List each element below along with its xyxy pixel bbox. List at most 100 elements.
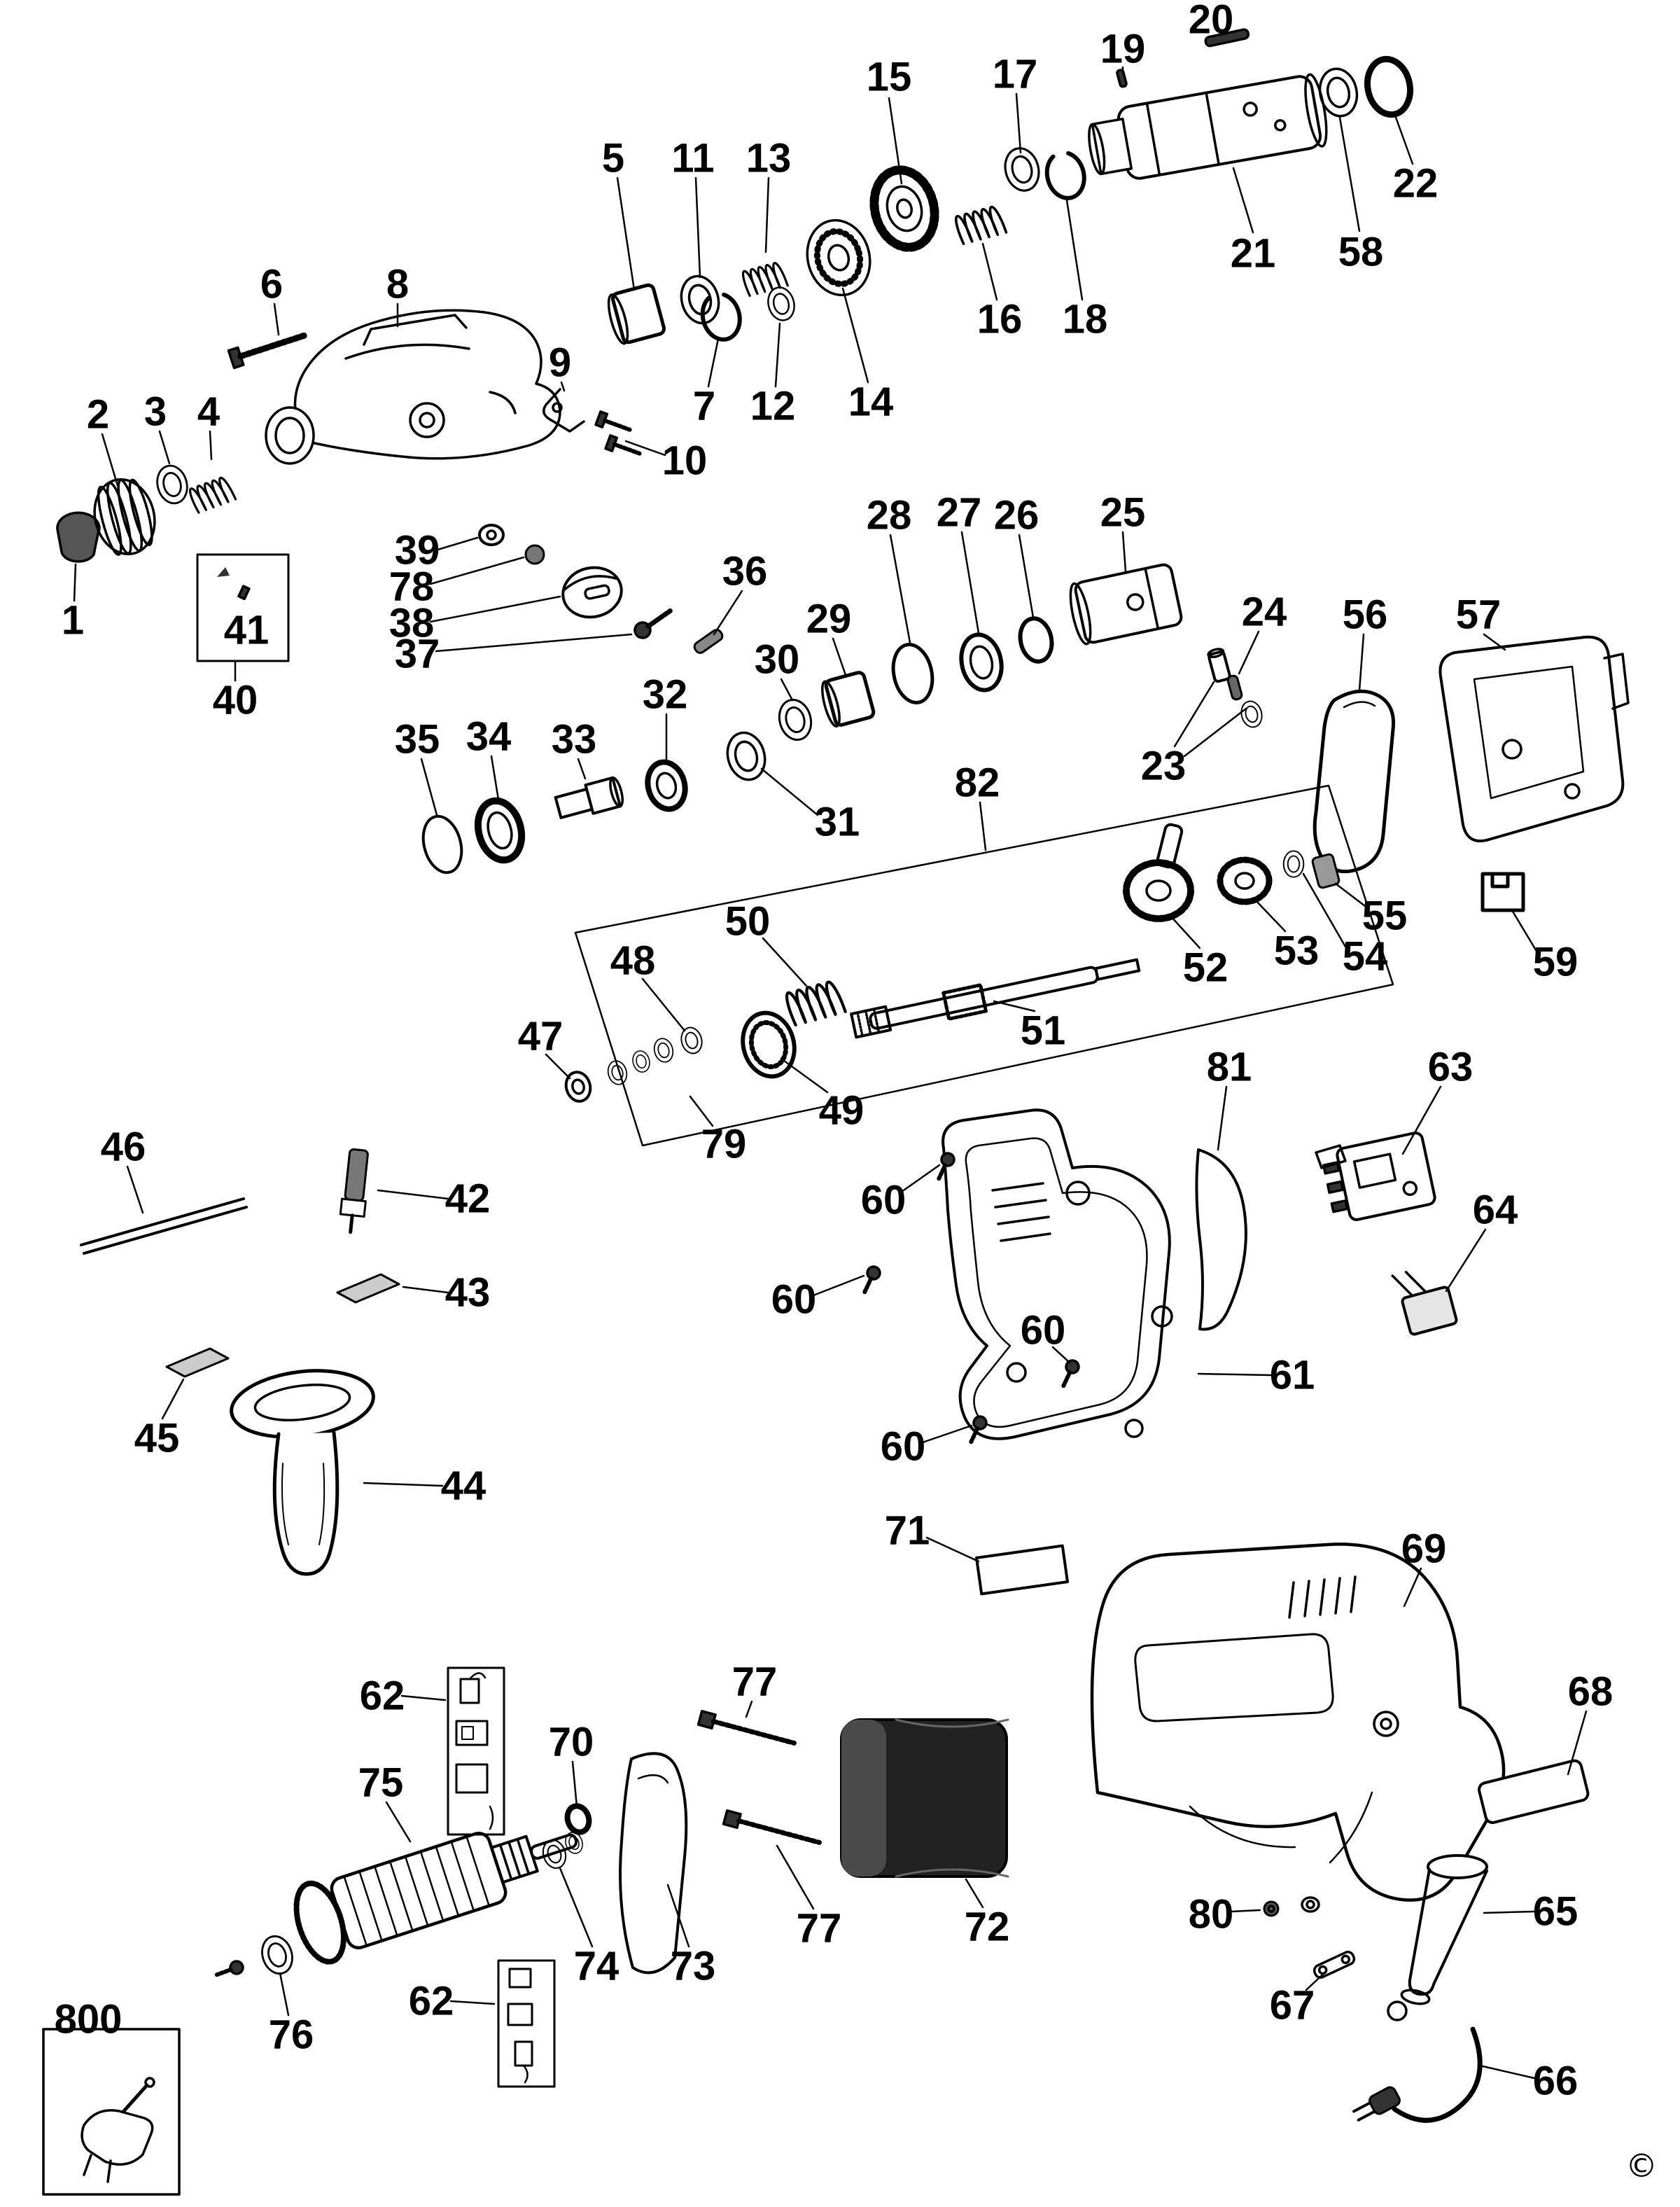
- switch: [1322, 1132, 1436, 1221]
- leader-line: [1445, 1228, 1487, 1293]
- part-number-label-71: 71: [884, 1508, 930, 1554]
- leader-line: [1197, 1372, 1273, 1377]
- leader-line: [1393, 112, 1414, 165]
- service-kits: [447, 1666, 556, 2088]
- part-number-label-76: 76: [268, 2012, 314, 2058]
- leader-line: [1231, 1909, 1261, 1913]
- leader-line: [571, 1760, 578, 1808]
- leader-line: [161, 1378, 185, 1420]
- leader-line: [713, 590, 743, 636]
- part-number-label-70: 70: [548, 1719, 594, 1765]
- part-number-label-67: 67: [1269, 1982, 1315, 2028]
- leader-line: [760, 767, 819, 816]
- part-number-label-51: 51: [1020, 1008, 1066, 1054]
- part-number-label-1: 1: [61, 597, 85, 643]
- leader-line: [1358, 633, 1365, 692]
- part-number-label-7: 7: [692, 383, 716, 429]
- part-number-label-73: 73: [670, 1943, 716, 1989]
- leader-line: [925, 1536, 980, 1563]
- grease-kit-box: [42, 2028, 181, 2196]
- part-number-label-2: 2: [86, 391, 110, 438]
- leader-line: [560, 381, 566, 392]
- stator: [840, 1718, 1009, 1878]
- leader-line: [1401, 1085, 1442, 1155]
- leader-line: [101, 433, 120, 492]
- part-number-label-80: 80: [1188, 1891, 1234, 1937]
- leader-line: [764, 176, 770, 253]
- clutch-gear-train: [607, 143, 1089, 345]
- part-number-label-32: 32: [642, 671, 688, 718]
- leader-line: [279, 1972, 290, 2017]
- leader-line: [979, 801, 987, 851]
- part-number-label-9: 9: [548, 340, 572, 386]
- part-number-label-65: 65: [1532, 1888, 1578, 1935]
- leader-line: [1065, 199, 1084, 301]
- leader-line: [780, 1057, 829, 1094]
- part-number-label-27: 27: [936, 489, 982, 536]
- leader-line: [429, 556, 525, 585]
- leader-line: [993, 1000, 1036, 1012]
- leader-line: [1018, 534, 1035, 619]
- leader-line: [1169, 914, 1201, 949]
- gear-housing: [265, 309, 561, 465]
- part-number-label-12: 12: [750, 383, 796, 429]
- part-number-label-75: 75: [358, 1760, 404, 1806]
- leader-line: [73, 563, 77, 602]
- part-number-label-82: 82: [954, 760, 1000, 806]
- part-number-label-63: 63: [1427, 1044, 1474, 1090]
- leader-line: [435, 633, 633, 653]
- leader-line: [577, 758, 587, 780]
- screw-6: [227, 332, 308, 370]
- part-number-label-50: 50: [724, 898, 771, 945]
- part-number-label-60: 60: [860, 1177, 906, 1223]
- leader-line: [1302, 872, 1347, 948]
- leader-line: [965, 1878, 984, 1909]
- part-number-label-25: 25: [1100, 489, 1146, 536]
- leader-line: [490, 755, 500, 801]
- leader-line: [745, 1700, 753, 1718]
- leader-line: [158, 430, 171, 465]
- part-number-label-52: 52: [1182, 945, 1228, 991]
- leader-line: [641, 977, 686, 1032]
- leader-line: [707, 337, 720, 388]
- part-number-label-20: 20: [1188, 0, 1234, 43]
- leader-line: [429, 595, 561, 623]
- leader-line: [832, 637, 847, 676]
- leader-line: [1483, 1910, 1536, 1914]
- part-number-label-4: 4: [197, 389, 220, 435]
- part-number-label-56: 56: [1342, 592, 1388, 638]
- part-number-label-72: 72: [964, 1904, 1010, 1950]
- part-number-label-64: 64: [1472, 1187, 1518, 1233]
- leader-line: [1051, 1346, 1071, 1364]
- part-number-label-46: 46: [100, 1124, 146, 1170]
- leader-line: [841, 287, 869, 384]
- part-number-label-40: 40: [212, 677, 258, 723]
- leader-line: [1238, 630, 1260, 675]
- leader-line: [1232, 167, 1254, 234]
- part-number-label-61: 61: [1269, 1352, 1315, 1398]
- leader-line: [666, 1884, 690, 1948]
- part-number-label-44: 44: [440, 1463, 486, 1509]
- leader-line: [1478, 2064, 1536, 2080]
- leader-line: [694, 176, 701, 279]
- leader-line: [616, 176, 636, 291]
- chuck-parts: [56, 461, 237, 563]
- part-number-label-79: 79: [701, 1121, 747, 1167]
- leader-line: [1338, 116, 1361, 232]
- part-number-label-41: 41: [223, 607, 270, 653]
- part-number-label-33: 33: [551, 716, 597, 763]
- part-number-label-13: 13: [746, 135, 792, 181]
- part-number-label-3: 3: [144, 389, 167, 435]
- part-number-label-49: 49: [818, 1087, 864, 1134]
- leader-line: [1483, 633, 1506, 651]
- leader-line: [960, 531, 980, 634]
- leader-line: [812, 1274, 865, 1297]
- leader-line: [889, 534, 911, 644]
- leader-line: [385, 1801, 412, 1843]
- copyright-mark: ©: [1625, 2147, 1658, 2185]
- leader-line: [1183, 707, 1247, 758]
- motor-housing-group: [974, 1543, 1590, 1902]
- part-number-label-77: 77: [796, 1905, 842, 1951]
- part-number-label-54: 54: [1342, 933, 1388, 980]
